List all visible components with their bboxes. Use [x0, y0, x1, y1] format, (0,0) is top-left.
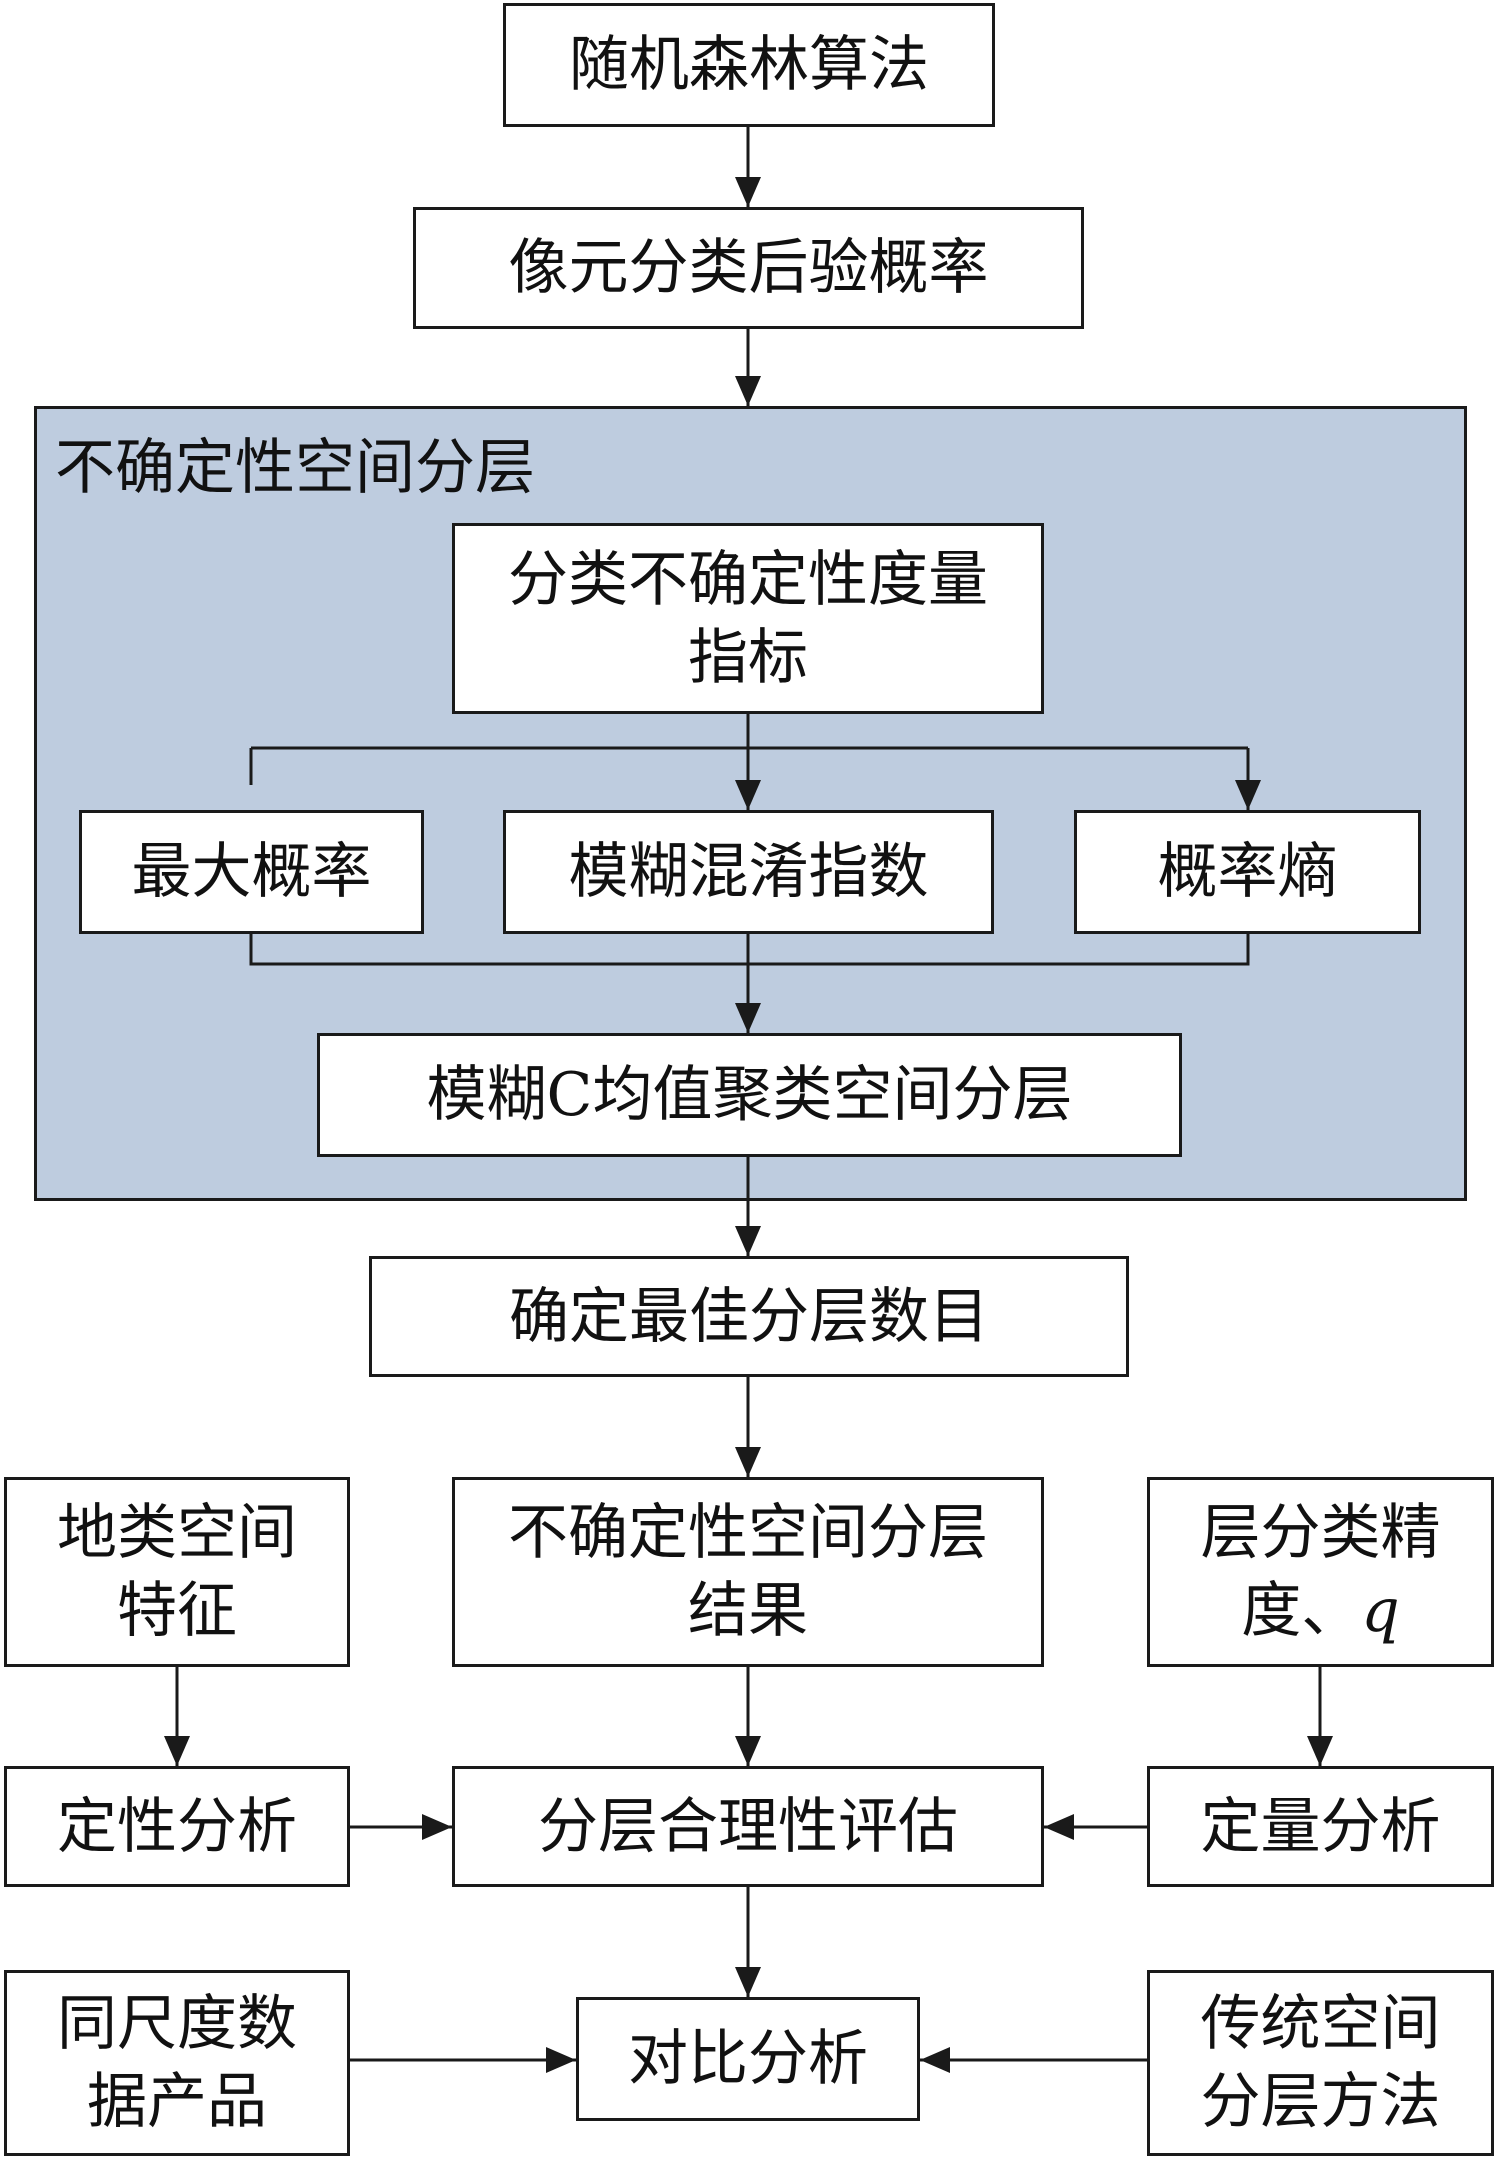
qualitative-analysis-label: 定性分析 [57, 1791, 297, 1862]
quantitative-analysis-box: 定量分析 [1147, 1766, 1494, 1887]
accuracy-box: 层分类精 度、q [1147, 1477, 1494, 1667]
probability-entropy-label: 概率熵 [1157, 837, 1338, 907]
group-title: 不确定性空间分层 [55, 433, 535, 503]
stratification-result-label-line-2: 结果 [688, 1576, 808, 1646]
same-scale-product-label-line-2: 据产品 [87, 2067, 267, 2137]
optimal-number-label: 确定最佳分层数目 [509, 1281, 989, 1352]
traditional-method-label-line-2: 分层方法 [1200, 2067, 1441, 2137]
fuzzy-confusion-label: 模糊混淆指数 [568, 837, 929, 907]
evaluation-box: 分层合理性评估 [452, 1766, 1044, 1887]
fcm-stratification-label: 模糊C均值聚类空间分层 [426, 1060, 1073, 1130]
max-probability-box: 最大概率 [79, 810, 424, 934]
traditional-method-label-line-1: 传统空间 [1200, 1989, 1441, 2059]
land-features-box: 地类空间 特征 [4, 1477, 350, 1667]
comparison-analysis-box: 对比分析 [576, 1997, 920, 2121]
quantitative-analysis-label: 定量分析 [1200, 1791, 1441, 1862]
random-forest-label: 随机森林算法 [569, 30, 929, 100]
same-scale-product-box: 同尺度数 据产品 [4, 1970, 350, 2156]
random-forest-box: 随机森林算法 [503, 3, 995, 127]
fuzzy-confusion-box: 模糊混淆指数 [503, 810, 994, 934]
max-probability-label: 最大概率 [131, 837, 372, 907]
fcm-stratification-box: 模糊C均值聚类空间分层 [317, 1033, 1182, 1157]
stratification-result-box: 不确定性空间分层 结果 [452, 1477, 1044, 1667]
qualitative-analysis-box: 定性分析 [4, 1766, 350, 1887]
evaluation-label: 分层合理性评估 [538, 1791, 958, 1862]
same-scale-product-label-line-1: 同尺度数 [57, 1989, 297, 2059]
accuracy-variable: q [1361, 1576, 1400, 1646]
stratification-result-label-line-1: 不确定性空间分层 [508, 1498, 988, 1568]
accuracy-label-prefix: 度、 [1241, 1576, 1362, 1646]
uncertainty-index-label-line-2: 指标 [688, 622, 808, 693]
land-features-label-line-1: 地类空间 [57, 1498, 297, 1568]
land-features-label-line-2: 特征 [117, 1576, 237, 1646]
accuracy-label-line-1: 层分类精 [1200, 1498, 1441, 1568]
traditional-method-box: 传统空间 分层方法 [1147, 1970, 1494, 2156]
posterior-probability-box: 像元分类后验概率 [413, 207, 1084, 329]
uncertainty-index-box: 分类不确定性度量 指标 [452, 523, 1044, 714]
uncertainty-index-label-line-1: 分类不确定性度量 [508, 544, 988, 615]
comparison-analysis-label: 对比分析 [628, 2024, 868, 2094]
optimal-number-box: 确定最佳分层数目 [369, 1256, 1129, 1377]
probability-entropy-box: 概率熵 [1074, 810, 1421, 934]
posterior-probability-label: 像元分类后验概率 [508, 233, 989, 303]
accuracy-label-line-2: 度、q [1241, 1572, 1399, 1650]
